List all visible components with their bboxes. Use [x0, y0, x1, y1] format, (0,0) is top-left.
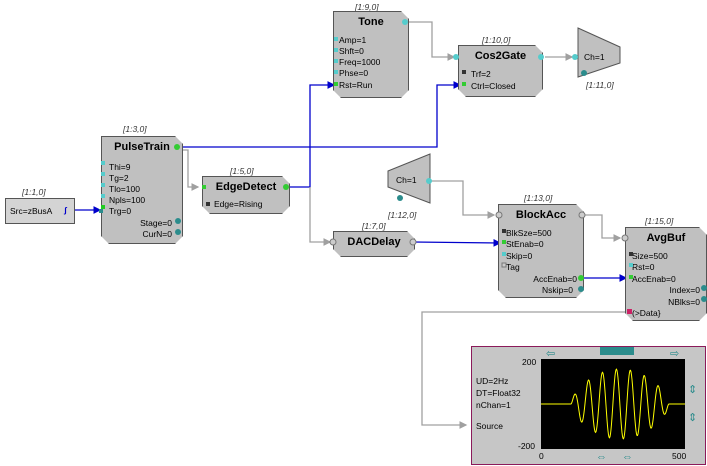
scope-scroll-right-icon[interactable]: ⇨: [670, 348, 680, 360]
cos2gate-block[interactable]: Cos2Gate Trf=2 Ctrl=Closed: [458, 45, 543, 97]
scope-source-label: Source: [476, 421, 503, 431]
scope-block[interactable]: UD=2Hz DT=Float32 nChan=1 Source 200 -20…: [471, 346, 706, 465]
source-text: Src=zBusA: [10, 206, 53, 216]
wire-edge-dacdelay: [309, 187, 332, 246]
scope-plot-area: [541, 359, 685, 449]
blockacc-input-stenab: StEnab=0: [506, 239, 544, 249]
pulsetrain-input-tg: Tg=2: [109, 173, 129, 183]
avgbuf-output-index: Index=0: [669, 285, 700, 295]
adc-input-text: Ch=1: [396, 175, 417, 185]
scope-param-ud: UD=2Hz: [476, 376, 509, 386]
tone-input-shft: Shft=0: [339, 46, 364, 56]
cos2gate-id-label: [1:10,0]: [482, 35, 511, 45]
avgbuf-input-rst: Rst=0: [632, 262, 655, 272]
dacdelay-block[interactable]: DACDelay: [333, 231, 415, 257]
wire-edge-tone: [288, 81, 336, 188]
pulsetrain-block[interactable]: PulseTrain Thi=9 Tg=2 Tlo=100 Npls=100 T…: [101, 136, 183, 244]
scope-ymin-label: -200: [518, 441, 536, 451]
tone-id-label: [1:9,0]: [355, 2, 379, 12]
edgedetect-param: Edge=Rising: [214, 199, 263, 209]
blockacc-output-accenab: AccEnab=0: [533, 274, 577, 284]
wire-dacdelay-blockacc: [412, 239, 502, 247]
blockacc-input-blksze: BlkSze=500: [506, 228, 552, 238]
adc-input-id-label: [1:12,0]: [388, 210, 417, 220]
scope-zoom-y-icon[interactable]: ⇕: [688, 384, 698, 396]
tone-title: Tone: [358, 16, 384, 28]
scope-waveform: [541, 368, 685, 440]
pulsetrain-output-stage: Stage=0: [140, 218, 172, 228]
blockacc-title: BlockAcc: [515, 209, 567, 221]
pulsetrain-input-tlo: Tlo=100: [109, 184, 140, 194]
blockacc-output-nskip: Nskip=0: [542, 285, 573, 295]
dac-output-block[interactable]: Ch=1: [576, 27, 622, 79]
cos2gate-input-trf: Trf=2: [471, 69, 491, 79]
tone-input-phse: Phse=0: [339, 68, 369, 78]
tone-input-rst: Rst=Run: [339, 80, 373, 90]
avgbuf-input-accenab: AccEnab=0: [632, 274, 676, 284]
scope-pan-x-icon[interactable]: ⇔: [622, 451, 633, 463]
scope-ymax-label: 200: [522, 357, 537, 367]
pulsetrain-input-thi: Thi=9: [109, 162, 131, 172]
pulsetrain-input-trg: Trg=0: [109, 206, 132, 216]
edgedetect-title: EdgeDetect: [215, 181, 277, 193]
scope-zoom-x-icon[interactable]: ⇔: [596, 451, 607, 463]
pulsetrain-id-label: [1:3,0]: [123, 124, 147, 134]
scope-param-dt: DT=Float32: [476, 388, 521, 398]
pulsetrain-output-curn: CurN=0: [142, 229, 172, 239]
wire-pulse-edge: [178, 149, 200, 191]
dac-output-text: Ch=1: [584, 52, 605, 62]
wire-tone-cos: [408, 21, 456, 61]
source-block[interactable]: Src=zBusA ʃ: [5, 198, 75, 224]
scope-pan-y-icon[interactable]: ⇕: [688, 412, 698, 424]
scope-xmin-label: 0: [539, 451, 544, 461]
scope-scroll-left-icon[interactable]: ⇦: [546, 348, 556, 360]
avgbuf-input-size: Size=500: [632, 251, 668, 261]
pulse-icon: ʃ: [64, 205, 67, 215]
adc-input-block[interactable]: Ch=1: [386, 153, 432, 205]
blockacc-input-tag: Tag: [506, 262, 520, 272]
scope-xmax-label: 500: [672, 451, 687, 461]
blockacc-id-label: [1:13,0]: [524, 193, 553, 203]
dacdelay-id-label: [1:7,0]: [362, 221, 386, 231]
pulsetrain-input-npls: Npls=100: [109, 195, 146, 205]
dacdelay-title: DACDelay: [347, 236, 401, 248]
scope-top-handle[interactable]: [600, 347, 634, 355]
wire-data-scope: [421, 311, 626, 429]
wire-pulse-cos: [178, 81, 462, 148]
source-id-label: [1:1,0]: [22, 187, 46, 197]
avgbuf-block[interactable]: AvgBuf Size=500 Rst=0 AccEnab=0 Index=0 …: [625, 227, 707, 321]
tone-input-amp: Amp=1: [339, 35, 367, 45]
avgbuf-title: AvgBuf: [646, 232, 686, 244]
scope-param-nchan: nChan=1: [476, 400, 511, 410]
wire-blockacc-avgbuf: [582, 214, 622, 242]
dac-output-id-label: [1:11,0]: [586, 80, 614, 90]
avgbuf-data-output: (>Data}: [632, 308, 661, 318]
tone-block[interactable]: Tone Amp=1 Shft=0 Freq=1000 Phse=0 Rst=R…: [333, 11, 409, 98]
avgbuf-id-label: [1:15,0]: [645, 216, 674, 226]
pulsetrain-title: PulseTrain: [114, 141, 170, 153]
cos2gate-title: Cos2Gate: [474, 50, 527, 62]
blockacc-input-skip: Skip=0: [506, 251, 533, 261]
edgedetect-block[interactable]: EdgeDetect Edge=Rising: [202, 176, 290, 214]
wire-adc-blockacc: [430, 180, 496, 219]
edgedetect-id-label: [1:5,0]: [230, 166, 254, 176]
blockacc-block[interactable]: BlockAcc BlkSze=500 StEnab=0 Skip=0 Tag …: [498, 204, 584, 298]
tone-input-freq: Freq=1000: [339, 57, 381, 67]
avgbuf-output-nblks: NBlks=0: [668, 297, 700, 307]
cos2gate-input-ctrl: Ctrl=Closed: [471, 81, 516, 91]
